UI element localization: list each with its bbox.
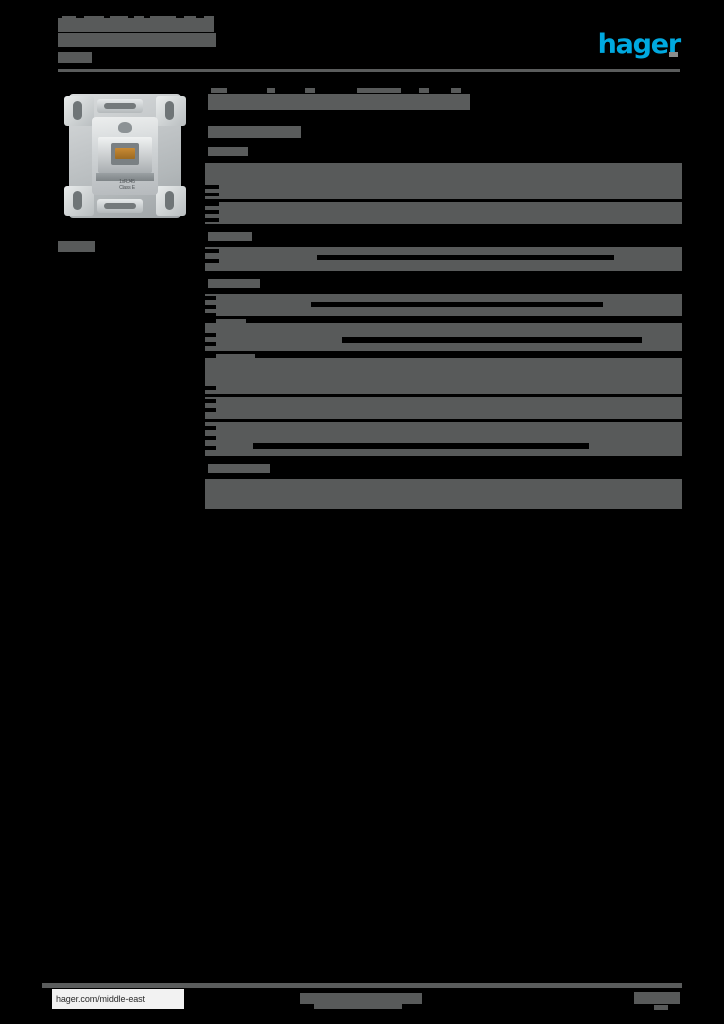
document-title-line-1 (58, 18, 214, 32)
hager-logo: hager (588, 29, 682, 60)
table-row (205, 354, 682, 364)
row-gap (205, 351, 682, 354)
table-row (205, 422, 682, 456)
spec-table-subtitle (205, 126, 682, 139)
socket-bottom-wing (97, 199, 143, 213)
rj45-contacts-icon (115, 148, 135, 159)
specifications-table (205, 88, 682, 509)
footer-divider (42, 983, 682, 988)
section-gap (205, 456, 682, 464)
socket-top-wing (97, 99, 143, 113)
table-row (205, 294, 682, 316)
table-row (205, 247, 682, 271)
page-footer: hager.com/middle-east (42, 989, 682, 1011)
socket-top-slot (104, 103, 136, 109)
table-row (205, 319, 682, 331)
footer-url-text: hager.com/middle-east (56, 994, 145, 1004)
claw-hole-icon (73, 101, 82, 120)
socket-claw-bottom-left (64, 186, 94, 216)
claw-hole-icon (165, 101, 174, 120)
product-photo-rj45-socket: 1xRJ45 Class E (64, 92, 186, 220)
socket-claw-bottom-right (156, 186, 186, 216)
table-row (205, 397, 682, 419)
row-gap (205, 394, 682, 397)
rj45-port (111, 143, 139, 165)
row-gap (205, 199, 682, 202)
socket-marking-line-2: Class E (119, 185, 135, 191)
product-image: 1xRJ45 Class E (58, 88, 193, 224)
section-heading-2 (205, 232, 682, 243)
row-gap (205, 316, 682, 319)
section-heading-4 (205, 464, 682, 475)
table-row (205, 364, 682, 394)
section-heading-1 (205, 147, 682, 159)
section-gap (205, 224, 682, 232)
socket-marking-line-1: 1xRJ45 (119, 179, 135, 185)
product-caption (58, 241, 95, 252)
footer-center-text (300, 993, 422, 1004)
footer-center-text-secondary (314, 1003, 402, 1009)
table-row (205, 163, 682, 199)
table-row (205, 331, 682, 351)
page-header: hager (58, 16, 682, 66)
socket-claw-top-left (64, 96, 94, 126)
table-row (205, 479, 682, 509)
socket-bottom-slot (104, 203, 136, 209)
section-gap (205, 271, 682, 279)
section-heading-3 (205, 279, 682, 290)
claw-hole-icon (165, 191, 174, 210)
socket-screw-icon (118, 122, 132, 133)
socket-body: 1xRJ45 Class E (92, 117, 158, 195)
socket-marking: 1xRJ45 Class E (114, 179, 140, 191)
document-title-line-2 (58, 33, 216, 47)
footer-page-number-secondary (654, 1005, 668, 1010)
rj45-jack-frame (98, 137, 152, 173)
document-subtitle (58, 52, 92, 63)
socket-shutter (96, 173, 154, 181)
spec-table-title (205, 88, 682, 112)
footer-page-number (634, 992, 680, 1004)
row-gap (205, 419, 682, 422)
hager-logo-text: hager (597, 29, 682, 60)
spec-table-title-text (208, 94, 470, 110)
header-divider (58, 69, 680, 72)
socket-claw-top-right (156, 96, 186, 126)
logo-dot-icon (669, 52, 678, 57)
claw-hole-icon (73, 191, 82, 210)
spec-table-subtitle-text (208, 126, 301, 138)
footer-url[interactable]: hager.com/middle-east (52, 989, 184, 1009)
table-row (205, 202, 682, 224)
